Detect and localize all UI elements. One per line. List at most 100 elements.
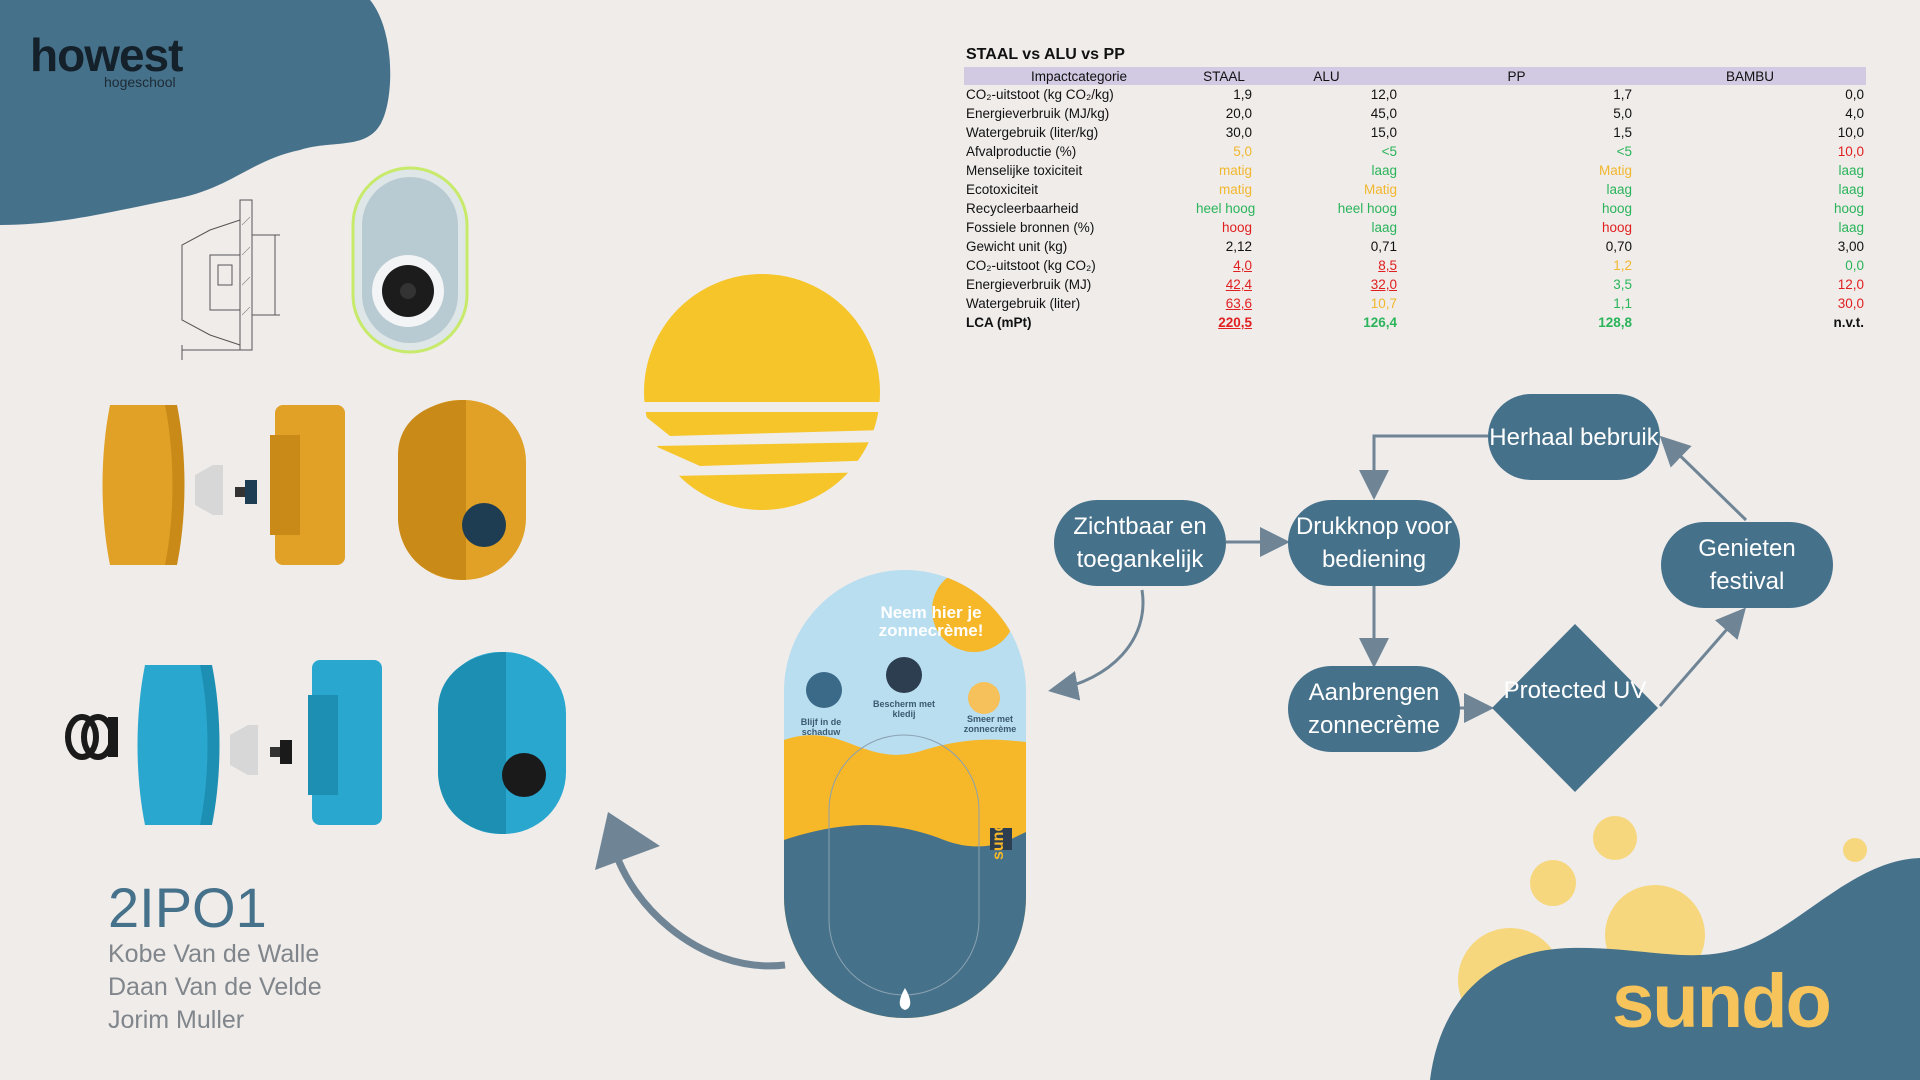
lca-row-label: Recycleerbaarheid	[966, 201, 1079, 216]
lca-cell: hoog	[1601, 201, 1632, 216]
lca-row: Afvalproductie (%) 5,0 <5 <5 10,0	[964, 142, 1866, 161]
lca-cell: laag	[1838, 220, 1864, 235]
lca-cell: <5	[1381, 144, 1397, 159]
lca-cell: 32,0	[1370, 277, 1397, 292]
lca-cell: heel hoog	[1337, 201, 1397, 216]
lca-cell: Matig	[1598, 163, 1632, 178]
lca-cell: hoog	[1833, 201, 1864, 216]
lca-cell: 30,0	[1225, 125, 1252, 140]
lca-header-category: Impactcategorie	[964, 67, 1194, 85]
poster-brand: sundisp	[990, 798, 1007, 860]
lca-cell: laag	[1606, 182, 1632, 197]
lca-row-label: LCA (mPt)	[966, 315, 1032, 330]
team-code: 2IPO1	[108, 876, 267, 939]
lca-cell: 3,00	[1837, 239, 1864, 254]
lca-row: Energieverbruik (MJ) 42,4 32,0 3,5 12,0	[964, 275, 1866, 294]
lca-cell: 12,0	[1837, 277, 1864, 292]
lca-row-label: Watergebruik (liter/kg)	[966, 125, 1099, 140]
lca-cell: 10,0	[1837, 144, 1864, 159]
lca-cell: 1,9	[1233, 87, 1252, 102]
lca-row-label: Afvalproductie (%)	[966, 144, 1077, 159]
lca-header-alu: ALU	[1254, 67, 1399, 85]
lca-cell: 0,0	[1845, 258, 1864, 273]
lca-header-pp: PP	[1399, 67, 1634, 85]
lca-cell: 126,4	[1363, 315, 1397, 330]
flow-diamond-protected	[1492, 624, 1658, 792]
flow-node-herhaal: Herhaal bebruik	[1488, 394, 1660, 480]
lca-cell: 4,0	[1233, 258, 1252, 273]
lca-cell: 1,7	[1613, 87, 1632, 102]
lca-cell: 0,70	[1605, 239, 1632, 254]
lca-cell: laag	[1838, 182, 1864, 197]
lca-cell: 45,0	[1370, 106, 1397, 121]
lca-row: CO₂-uitstoot (kg CO₂) 4,0 8,5 1,2 0,0	[964, 256, 1866, 275]
lca-header-staal: STAAL	[1194, 67, 1254, 85]
poster-label-sunscreen: Smeer met zonnecrème	[963, 714, 1017, 734]
cyan-exploded-view	[65, 660, 382, 825]
team-member-1: Kobe Van de Walle	[108, 940, 320, 968]
lca-row: Energieverbruik (MJ/kg) 20,0 45,0 5,0 4,0	[964, 104, 1866, 123]
team-member-3: Jorim Muller	[108, 1006, 245, 1034]
flow-node-genieten: Genieten festival	[1661, 522, 1833, 608]
lca-cell: n.v.t.	[1833, 315, 1864, 330]
lca-row-label: CO₂-uitstoot (kg CO₂)	[966, 258, 1096, 273]
lca-row-label: Fossiele bronnen (%)	[966, 220, 1095, 235]
poster-label-clothing: Bescherm met kledij	[872, 699, 936, 719]
lca-cell: 42,4	[1225, 277, 1252, 292]
dispenser-top-view	[351, 166, 469, 354]
lca-cell: 5,0	[1613, 106, 1632, 121]
lca-cell: 10,0	[1837, 125, 1864, 140]
lca-row-label: Menselijke toxiciteit	[966, 163, 1083, 178]
lca-cell: hoog	[1601, 220, 1632, 235]
lca-row-label: Watergebruik (liter)	[966, 296, 1081, 311]
lca-row: Menselijke toxiciteit matig laag Matig laag	[964, 161, 1866, 180]
lca-row-label: CO₂-uitstoot (kg CO₂/kg)	[966, 87, 1114, 102]
lca-cell: 63,6	[1225, 296, 1252, 311]
lca-cell: 3,5	[1613, 277, 1632, 292]
lca-cell: 4,0	[1845, 106, 1864, 121]
lca-cell: 1,5	[1613, 125, 1632, 140]
lca-cell: laag	[1371, 220, 1397, 235]
sun-logo	[644, 274, 880, 510]
lca-cell: 8,5	[1378, 258, 1397, 273]
sticker-poster	[784, 570, 1026, 1018]
lca-row-label: Gewicht unit (kg)	[966, 239, 1068, 254]
orange-exploded-view	[102, 405, 345, 565]
technical-drawing	[181, 199, 280, 360]
lca-cell: laag	[1371, 163, 1397, 178]
lca-cell: 12,0	[1370, 87, 1397, 102]
lca-cell: 2,12	[1225, 239, 1252, 254]
lca-header-row: Impactcategorie STAAL ALU PP BAMBU	[964, 67, 1866, 85]
bottom-right-blob	[1430, 816, 1920, 1080]
orange-assembled	[398, 400, 526, 580]
lca-cell: 1,2	[1613, 258, 1632, 273]
lca-row: Watergebruik (liter/kg) 30,0 15,0 1,5 10,0	[964, 123, 1866, 142]
lca-row-label: Energieverbruik (MJ/kg)	[966, 106, 1110, 121]
lca-title: STAAL vs ALU vs PP	[966, 46, 1125, 63]
lca-cell: <5	[1616, 144, 1632, 159]
lca-cell: 0,71	[1370, 239, 1397, 254]
lca-table: Impactcategorie STAAL ALU PP BAMBU CO₂-u…	[964, 67, 1866, 332]
lca-cell: 5,0	[1233, 144, 1252, 159]
lca-row-label: Energieverbruik (MJ)	[966, 277, 1092, 292]
lca-cell: 1,1	[1613, 296, 1632, 311]
lca-row: Fossiele bronnen (%) hoog laag hoog laag	[964, 218, 1866, 237]
lca-cell: 220,5	[1218, 315, 1252, 330]
flow-node-zichtbaar: Zichtbaar en toegankelijk	[1054, 500, 1226, 586]
poster-title: Neem hier je zonnecrème!	[878, 603, 984, 640]
lca-cell: hoog	[1221, 220, 1252, 235]
lca-cell: 15,0	[1370, 125, 1397, 140]
howest-logo: howest	[30, 29, 183, 81]
lca-cell: matig	[1218, 163, 1252, 178]
lca-cell: laag	[1838, 163, 1864, 178]
lca-cell: 10,7	[1370, 296, 1397, 311]
lca-cell: Matig	[1363, 182, 1397, 197]
sundo-logo: sundo	[1612, 959, 1832, 1044]
lca-cell: 20,0	[1225, 106, 1252, 121]
howest-logo-sub: hogeschool	[104, 74, 176, 90]
lca-row-label: Ecotoxiciteit	[966, 182, 1039, 197]
